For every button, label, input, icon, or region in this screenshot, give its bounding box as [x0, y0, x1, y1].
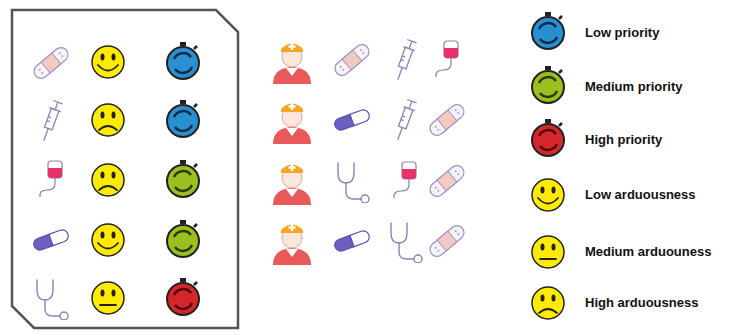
legend-icons — [532, 12, 564, 319]
legend-label: Medium arduouness — [585, 244, 711, 260]
group-outline — [12, 10, 238, 328]
legend-label: Low priority — [585, 25, 659, 41]
legend-label: High priority — [585, 132, 662, 148]
task-table — [31, 42, 199, 320]
legend-label: Medium priority — [585, 79, 683, 95]
legend-label: High arduousness — [585, 295, 698, 311]
legend-label: Low arduousness — [585, 187, 696, 203]
nurse-assignments — [273, 39, 467, 265]
